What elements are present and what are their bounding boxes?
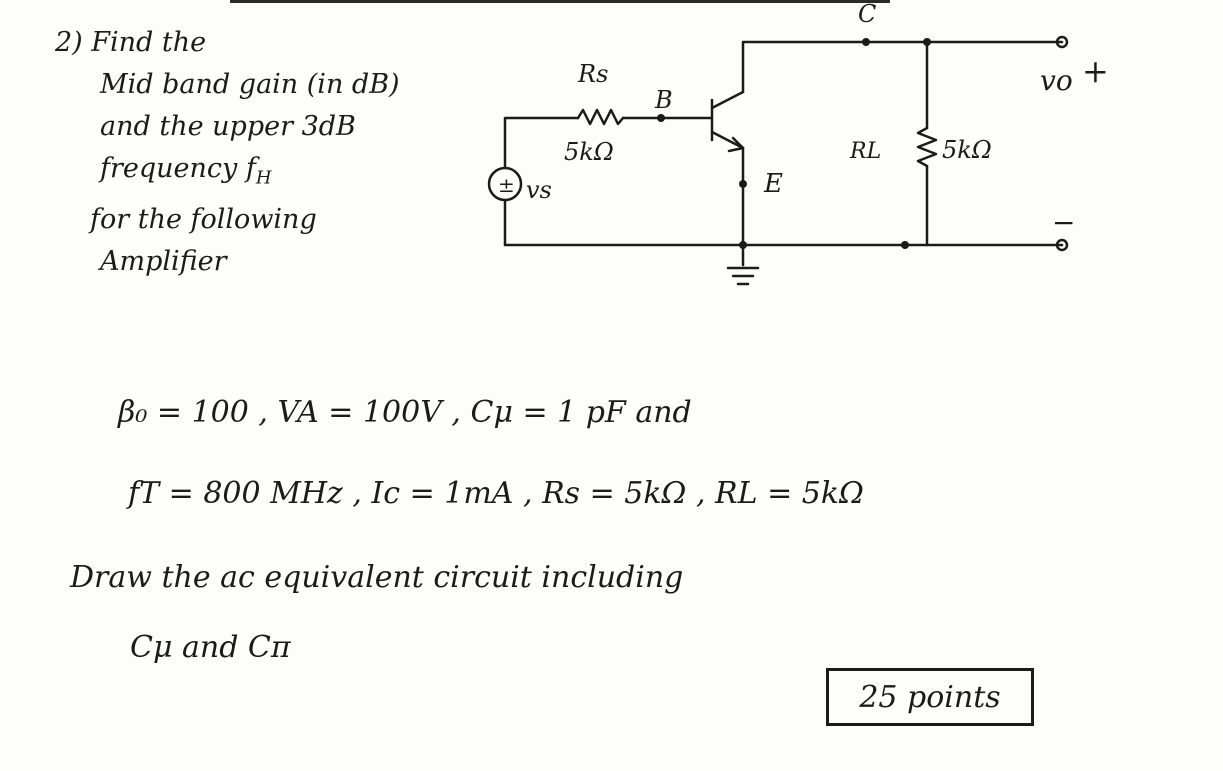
node-c-dot bbox=[862, 38, 870, 46]
rs-value: 5kΩ bbox=[564, 138, 614, 166]
question-line-4-wrap: frequency fH bbox=[55, 148, 400, 199]
question-line-4: frequency f bbox=[100, 153, 256, 184]
points-label: 25 points bbox=[859, 679, 1001, 715]
transistor-emitter bbox=[710, 130, 745, 150]
node-b-label: B bbox=[654, 86, 673, 114]
source-label: vs bbox=[526, 176, 552, 204]
question-line-1: 2) Find the bbox=[55, 27, 207, 58]
ground-node-dot bbox=[739, 241, 747, 249]
output-plus-terminal bbox=[1055, 35, 1069, 49]
rs-resistor bbox=[576, 108, 625, 126]
instruction-line-1: Draw the ac equivalent circuit including bbox=[70, 560, 684, 595]
points-box: 25 points bbox=[826, 668, 1034, 726]
given-line-2: fT = 800 MHz , Ic = 1mA , Rs = 5kΩ , RL … bbox=[128, 476, 864, 511]
rs-label: Rs bbox=[577, 60, 608, 88]
question-line-2: Mid band gain (in dB) bbox=[100, 69, 400, 100]
rl-label: RL bbox=[849, 139, 881, 164]
node-e-label: E bbox=[763, 169, 783, 199]
question-line-3: and the upper 3dB bbox=[100, 111, 356, 142]
ground-symbol bbox=[726, 266, 760, 286]
transistor-collector bbox=[710, 90, 745, 110]
question-line-6: Amplifier bbox=[100, 246, 227, 278]
output-minus-label: − bbox=[1052, 206, 1075, 239]
node-c-label: C bbox=[858, 0, 876, 28]
source-symbol: ± bbox=[498, 173, 515, 197]
given-line-1: β₀ = 100 , VA = 100V , Cμ = 1 pF and bbox=[118, 395, 692, 430]
page-top-rule bbox=[230, 0, 890, 3]
question-text: 2) Find the Mid band gain (in dB) and th… bbox=[55, 22, 400, 283]
node-e-dot bbox=[739, 180, 747, 188]
rl-resistor bbox=[916, 126, 938, 168]
question-line-5: for the following bbox=[90, 204, 317, 236]
rl-value: 5kΩ bbox=[942, 136, 992, 164]
voltage-source-icon bbox=[487, 166, 523, 202]
fh-subscript: H bbox=[255, 167, 272, 189]
node-b-dot bbox=[657, 114, 665, 122]
instruction-line-2: Cμ and Cπ bbox=[130, 630, 291, 665]
output-minus-terminal bbox=[1055, 238, 1069, 252]
output-label: vo bbox=[1040, 64, 1073, 97]
source-top-wire bbox=[503, 116, 580, 170]
output-plus-label: + bbox=[1082, 52, 1109, 90]
rl-bottom-node-dot bbox=[901, 241, 909, 249]
collector-wire bbox=[741, 40, 1064, 94]
rl-top-node-dot bbox=[923, 38, 931, 46]
